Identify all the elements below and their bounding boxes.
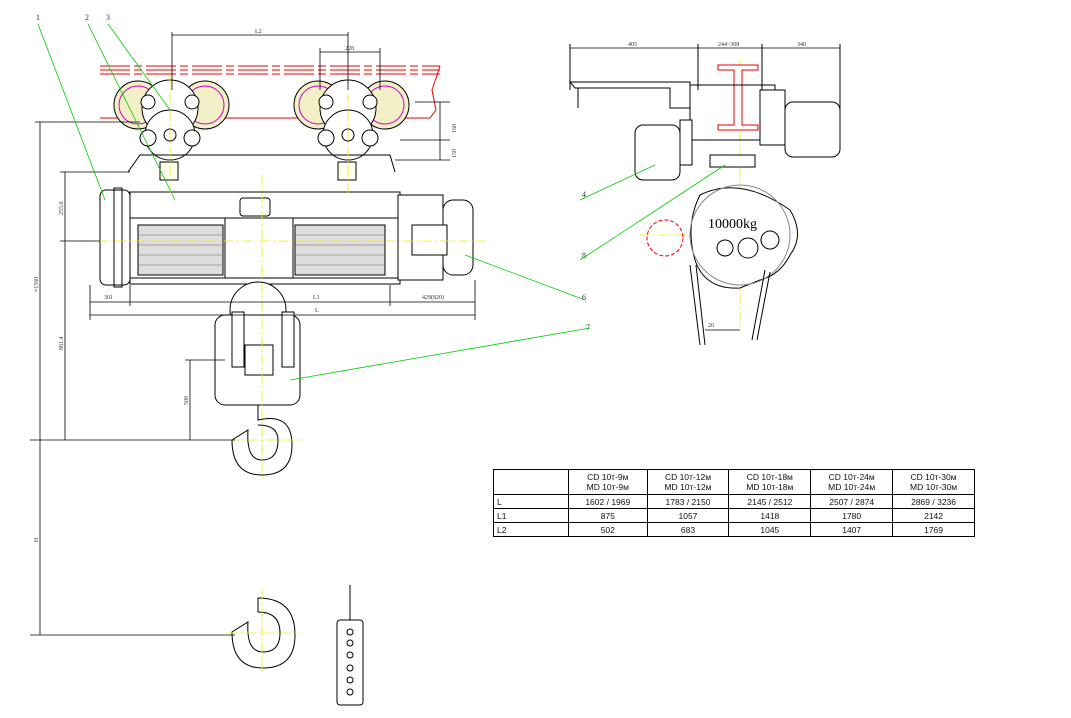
callout-1: 1 [36, 13, 40, 22]
dim-405: 405 [628, 42, 637, 48]
table-cell: 2145 / 2512 [728, 494, 812, 509]
table-cell: 1045 [728, 522, 812, 537]
dim-228: 228 [345, 46, 354, 52]
dim-340: 340 [797, 42, 806, 48]
row-label: L [493, 494, 569, 509]
table-row: L 1602 / 1969 1783 / 2150 2145 / 2512 25… [493, 494, 975, 509]
table-row: L1 875 1057 1418 1780 2142 [493, 508, 975, 523]
model-cd: CD 10т-9м [587, 472, 629, 482]
table-row: L2 502 683 1045 1407 1769 [493, 522, 975, 537]
trolley-plates [139, 79, 379, 161]
model-md: MD 10т-30м [910, 482, 958, 492]
model-cd: CD 10т-24м [828, 472, 875, 482]
callout-7: 7 [586, 323, 590, 332]
dim-160: 160 [452, 124, 458, 133]
callout-4: 4 [582, 190, 586, 199]
capacity-label: 10000kg [708, 217, 757, 232]
table-cell: 1780 [810, 508, 894, 523]
model-cd: CD 10т-12м [664, 472, 712, 482]
table-cell: 875 [568, 508, 648, 523]
pendant-controller [336, 585, 364, 706]
dim-244-308: 244~308 [718, 42, 739, 48]
dim-429: 429(820) [422, 294, 444, 301]
table-cell: 1783 / 2150 [646, 494, 730, 509]
callout-3: 3 [106, 13, 110, 22]
table-cell: 2869 / 3236 [892, 494, 975, 509]
dim-L1: L1 [313, 295, 320, 301]
dim-500: 500 [184, 396, 190, 405]
callout-6: 6 [582, 293, 586, 302]
dim-861-4: 861.4 [59, 337, 65, 351]
table-cell: 502 [568, 522, 648, 537]
table-cell: 2507 / 2874 [810, 494, 894, 509]
dim-L: L [315, 308, 319, 314]
table-cell: 1057 [646, 508, 730, 523]
dim-L2: L2 [255, 29, 262, 35]
dim-H: H [34, 537, 40, 542]
table-corner [493, 469, 569, 495]
dimension-lines [30, 32, 476, 636]
model-cd: CD 10т-18м [746, 472, 793, 482]
hook-block [214, 281, 301, 476]
callout-8: 8 [582, 251, 586, 260]
row-label: L2 [493, 522, 569, 537]
dim-150: 150 [452, 149, 458, 158]
row-label: L1 [493, 508, 569, 523]
model-cd: CD 10т-30м [910, 472, 957, 482]
table-cell: 1769 [892, 522, 975, 537]
table-cell: 2142 [892, 508, 975, 523]
dim-20: 20 [708, 323, 714, 329]
model-md: MD 10т-9м [586, 482, 629, 492]
dim-301: 301 [104, 295, 113, 301]
hoist-motor [397, 194, 474, 281]
dim-255-6: 255.6 [59, 202, 65, 216]
hoist-drum [99, 187, 401, 288]
table-cell: 683 [646, 522, 730, 537]
callout-leaders [37, 23, 726, 381]
model-md: MD 10т-24м [828, 482, 876, 492]
lower-hook [231, 597, 296, 669]
table-cell: 1418 [728, 508, 812, 523]
callout-2: 2 [85, 13, 89, 22]
model-md: MD 10т-18м [746, 482, 794, 492]
table-cell: 1602 / 1969 [568, 494, 648, 509]
side-view [568, 44, 841, 346]
table-cell: 1407 [810, 522, 894, 537]
dim-1560: ≈1560 [34, 277, 40, 292]
model-md: MD 10т-12м [664, 482, 712, 492]
